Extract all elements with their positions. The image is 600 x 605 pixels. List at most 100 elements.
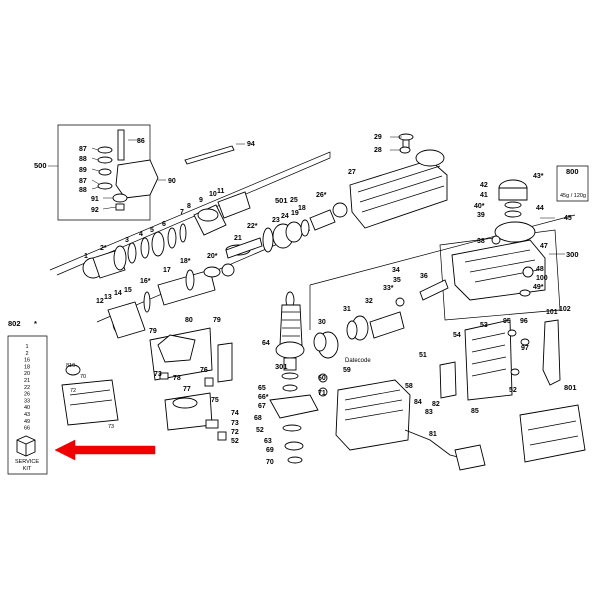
label-73: 73 <box>154 371 162 378</box>
label-9: 9 <box>199 197 203 204</box>
label-77: 77 <box>183 386 191 393</box>
label-1: 1 <box>84 253 88 260</box>
tool-holder-assembly <box>82 133 448 279</box>
label-52c: 52 <box>231 438 239 445</box>
label-53: 53 <box>480 322 488 329</box>
label-87b: 87 <box>79 178 87 185</box>
label-88b: 88 <box>79 187 87 194</box>
motor-housing-assembly <box>318 319 586 471</box>
label-8: 8 <box>187 203 191 210</box>
label-group-300: 300 <box>566 250 579 259</box>
label-65: 65 <box>258 385 266 392</box>
side-handle-assembly <box>97 129 235 211</box>
group-1-boundary <box>49 151 331 276</box>
label-17: 17 <box>163 267 171 274</box>
label-38: 38 <box>477 238 485 245</box>
label-81: 81 <box>429 431 437 438</box>
label-51: 51 <box>419 352 427 359</box>
label-84: 84 <box>414 399 422 406</box>
label-42: 42 <box>480 182 488 189</box>
inset-label-70: 70 <box>80 374 86 380</box>
group-500-outline <box>57 124 151 221</box>
service-kit-item: 18 <box>24 364 30 370</box>
label-32: 32 <box>365 298 373 305</box>
label-100: 100 <box>536 275 548 282</box>
label-23: 23 <box>272 217 280 224</box>
label-48: 48 <box>536 266 544 273</box>
armature-assembly <box>269 279 449 464</box>
weight-note: 45g / 120g <box>560 193 586 199</box>
label-35: 35 <box>393 277 401 284</box>
label-101: 101 <box>546 309 558 316</box>
service-kit-item: 26 <box>24 392 30 398</box>
label-69: 69 <box>266 447 274 454</box>
label-2: 2* <box>100 245 107 252</box>
label-24: 24 <box>281 213 289 220</box>
label-74: 74 <box>231 410 239 417</box>
label-45: 45 <box>564 215 572 222</box>
label-68: 68 <box>254 415 262 422</box>
gear-assembly <box>107 263 235 381</box>
datecode: Datecode <box>345 358 371 364</box>
service-kit-item: 2 <box>25 351 28 357</box>
label-73b: 73 <box>231 420 239 427</box>
label-group-802: 802 <box>8 319 21 328</box>
label-75: 75 <box>211 397 219 404</box>
label-22: 22* <box>247 223 258 230</box>
label-63: 63 <box>264 438 272 445</box>
label-6: 6 <box>162 221 166 228</box>
label-52b: 52 <box>509 387 517 394</box>
label-49: 49* <box>533 284 544 291</box>
label-71: 71 <box>318 390 326 397</box>
label-94: 94 <box>247 141 255 148</box>
label-44: 44 <box>536 205 544 212</box>
label-58: 58 <box>405 383 413 390</box>
label-89: 89 <box>79 167 87 174</box>
label-26: 26* <box>316 192 327 199</box>
service-kit-label-2: KIT <box>23 466 32 472</box>
group-800-box <box>556 165 589 202</box>
callout-labels: 500 86 87 88 89 87 88 91 92 90 94 10 11 … <box>8 134 586 466</box>
service-kit-item: 20 <box>24 371 30 377</box>
service-kit-item: 21 <box>24 378 30 384</box>
label-40: 40* <box>474 203 485 210</box>
label-96: 96 <box>520 318 528 325</box>
label-18b: 18* <box>180 258 191 265</box>
label-group-800: 800 <box>566 167 579 176</box>
label-18: 18 <box>298 205 306 212</box>
box-icon <box>16 435 36 457</box>
service-kit-arrow <box>54 439 156 461</box>
service-kit-item: 66 <box>24 426 30 432</box>
label-19: 19 <box>291 210 299 217</box>
label-83: 83 <box>425 409 433 416</box>
label-27: 27 <box>348 169 356 176</box>
label-31: 31 <box>343 306 351 313</box>
label-102: 102 <box>559 306 571 313</box>
label-30: 30 <box>318 319 326 326</box>
switch-assembly <box>61 342 233 441</box>
inset-label-72: 72 <box>70 388 76 394</box>
label-90: 90 <box>168 178 176 185</box>
label-15: 15 <box>124 287 132 294</box>
label-87a: 87 <box>79 146 87 153</box>
label-67: 67 <box>258 403 266 410</box>
service-kit-label-1: SERVICE <box>15 459 39 465</box>
label-91: 91 <box>91 196 99 203</box>
service-kit-item: 1 <box>25 344 28 350</box>
label-5: 5 <box>150 227 154 234</box>
label-43: 43* <box>533 173 544 180</box>
label-85: 85 <box>471 408 479 415</box>
label-76: 76 <box>200 367 208 374</box>
label-10: 10 <box>209 191 217 198</box>
label-79a: 79 <box>149 328 157 335</box>
label-group-501: 501 <box>275 196 288 205</box>
inset-label-73: 73 <box>108 424 114 430</box>
label-97: 97 <box>521 345 529 352</box>
label-asterisk: * <box>34 319 37 328</box>
label-66: 66* <box>258 394 269 401</box>
service-kit-item: 43 <box>24 412 30 418</box>
label-14: 14 <box>114 290 122 297</box>
label-88a: 88 <box>79 156 87 163</box>
label-21: 21 <box>234 235 242 242</box>
